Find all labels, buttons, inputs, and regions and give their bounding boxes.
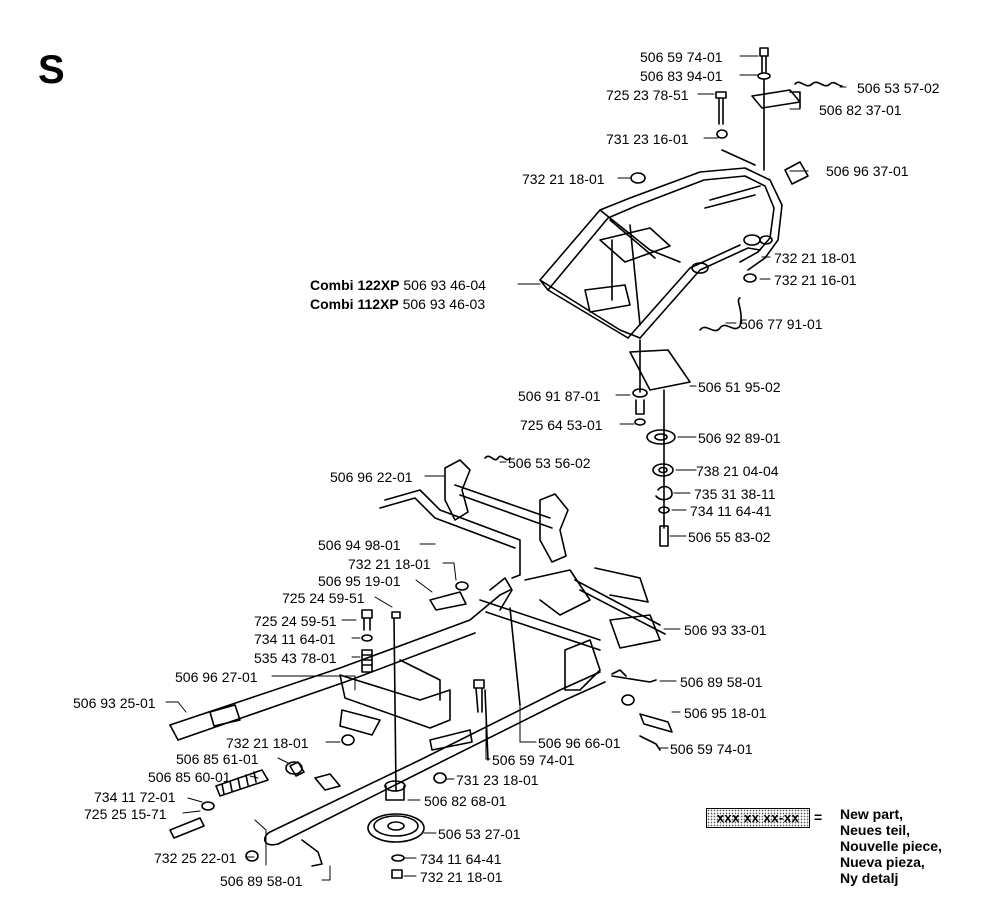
seat-frame-part	[539, 167, 783, 339]
callout-label: 725 23 78-51	[606, 87, 689, 103]
callout-label: 506 95 19-01	[318, 573, 401, 589]
callout-label: 506 91 87-01	[518, 388, 601, 404]
callout-label: 506 93 25-01	[73, 695, 156, 711]
callout-label: 732 21 18-01	[774, 250, 857, 266]
callout-label: 506 82 68-01	[424, 793, 507, 809]
callout-label: 506 53 57-02	[857, 80, 940, 96]
callout-label: 732 25 22-01	[154, 850, 237, 866]
model-callout-112xp: Combi 112XP 506 93 46-03	[310, 296, 486, 312]
callout-label: 506 59 74-01	[670, 741, 753, 757]
legend-line: Neues teil,	[840, 822, 911, 838]
section-letter: S	[38, 48, 65, 92]
callout-label: 506 89 58-01	[680, 674, 763, 690]
callout-label: 506 82 37-01	[819, 102, 902, 118]
callout-label: 506 92 89-01	[698, 430, 781, 446]
callout-label: 732 21 18-01	[348, 556, 431, 572]
callout-label: 734 11 64-41	[690, 503, 772, 519]
legend-line: Nueva pieza,	[840, 854, 925, 870]
callout-label: 506 96 22-01	[330, 469, 413, 485]
callout-label: 734 11 72-01	[94, 789, 176, 805]
lower-frame	[169, 577, 606, 846]
callout-label: 506 89 58-01	[220, 873, 303, 889]
callout-label: 506 85 60-01	[148, 769, 231, 785]
callout-label: 506 51 95-02	[698, 379, 781, 395]
top-hardware	[630, 47, 843, 283]
model-callout-122xp: Combi 122XP 506 93 46-04	[310, 277, 486, 293]
new-part-legend-sample: xxx xx xx-xx	[706, 808, 810, 828]
callout-label: 506 77 91-01	[740, 316, 823, 332]
callout-label: 731 23 16-01	[606, 131, 689, 147]
callout-label: 535 43 78-01	[254, 650, 337, 666]
callout-label: 734 11 64-01	[254, 631, 336, 647]
legend-line: Nouvelle piece,	[840, 838, 942, 854]
callout-label: 506 96 37-01	[826, 163, 909, 179]
callout-label: 506 55 83-02	[688, 529, 771, 545]
callout-label: 725 24 59-51	[282, 590, 365, 606]
callout-label: 725 24 59-51	[254, 613, 337, 629]
callout-label: 732 21 18-01	[226, 735, 309, 751]
legend-line: Ny detalj	[840, 870, 899, 886]
middle-brackets	[379, 455, 666, 649]
callout-label: 735 31 38-11	[694, 486, 776, 502]
callout-label: 731 23 18-01	[456, 772, 539, 788]
callout-label: 506 83 94-01	[640, 68, 723, 84]
callout-label: 506 95 18-01	[684, 705, 767, 721]
callout-label: 506 94 98-01	[318, 537, 401, 553]
callout-label: 732 21 18-01	[420, 869, 503, 885]
callout-label: 506 59 74-01	[492, 752, 575, 768]
callout-label: 725 64 53-01	[520, 417, 603, 433]
callout-label: 506 96 27-01	[175, 669, 258, 685]
callout-label: 506 93 33-01	[684, 622, 767, 638]
legend-line: New part,	[840, 806, 904, 822]
callout-label: 725 25 15-71	[84, 806, 167, 822]
leader-lines	[165, 55, 847, 881]
callout-label: 506 53 27-01	[438, 826, 521, 842]
legend-equals: =	[814, 809, 823, 825]
new-part-legend-text: New part, Neues teil, Nouvelle piece, Nu…	[840, 806, 942, 886]
callout-label: 506 53 56-02	[508, 455, 591, 471]
callout-label: 732 21 18-01	[522, 171, 605, 187]
callout-label: 734 11 64-41	[420, 851, 502, 867]
callout-label: 506 96 66-01	[538, 735, 621, 751]
callout-label: 506 85 61-01	[176, 751, 259, 767]
callout-label: 732 21 16-01	[774, 272, 857, 288]
lower-hardware	[169, 609, 673, 879]
callout-label: 506 59 74-01	[640, 49, 723, 65]
callout-label: 738 21 04-04	[696, 463, 779, 479]
pivot-stack	[629, 297, 742, 547]
